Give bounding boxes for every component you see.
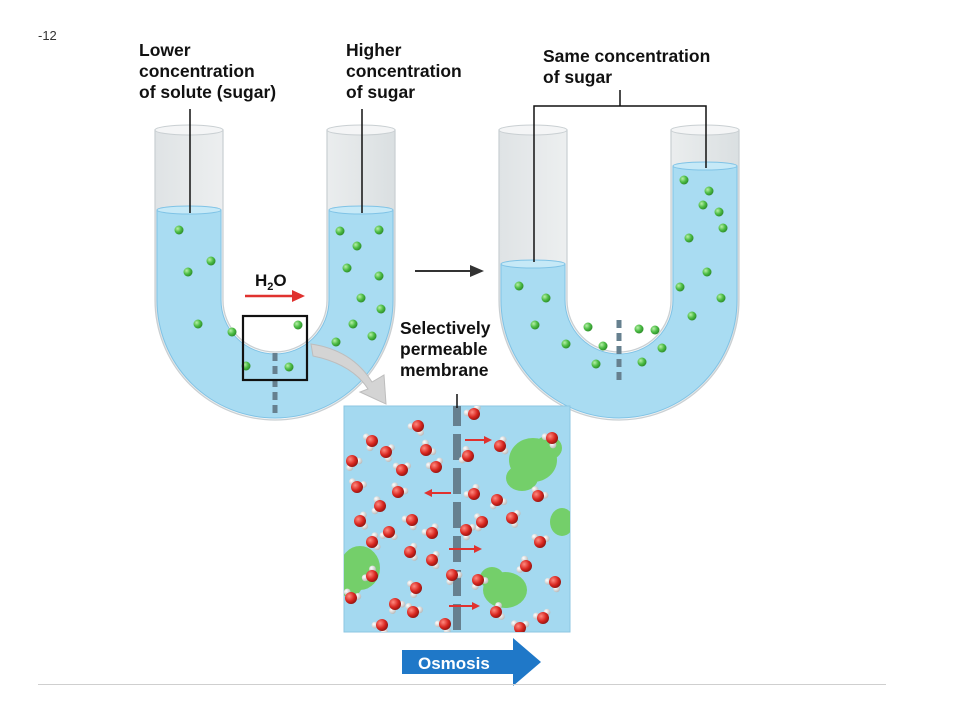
water-molecule: [392, 462, 411, 476]
water-molecule: [344, 588, 362, 604]
water-molecule: [404, 542, 418, 561]
right-u-tube: [498, 90, 740, 421]
water-molecule: [401, 514, 418, 531]
lower-concentration-label: Lower concentration of solute (sugar): [139, 40, 276, 102]
water-molecule: [420, 439, 437, 456]
water-molecule: [463, 483, 480, 500]
water-molecule: [426, 550, 440, 570]
water-molecule: [532, 608, 551, 624]
water-molecule: [346, 455, 363, 472]
water-molecule: [407, 420, 425, 436]
water-molecule: [463, 406, 481, 420]
osmosis-arrow: [402, 638, 541, 686]
water-molecule: [362, 433, 378, 452]
water-molecule: [407, 580, 422, 599]
water-molecule: [349, 478, 367, 493]
water-molecule: [474, 513, 488, 532]
water-molecule: [516, 555, 532, 573]
water-molecule: [361, 565, 378, 582]
water-molecule: [425, 457, 443, 473]
right-tube-solute: [514, 175, 728, 369]
same-concentration-label: Same concentration of sugar: [543, 46, 715, 87]
water-label: H2O: [255, 271, 287, 293]
water-flow-arrows: [424, 436, 492, 610]
water-molecule: [421, 523, 439, 539]
osmosis-label: Osmosis: [418, 654, 490, 673]
water-molecule: [371, 496, 386, 515]
water-molecule: [489, 494, 508, 510]
water-molecule: [371, 619, 388, 632]
water-direction-arrow: [292, 290, 305, 302]
water-molecule: [405, 603, 424, 618]
transition-arrow: [415, 265, 484, 277]
water-molecule: [458, 445, 474, 464]
water-molecule: [446, 569, 463, 586]
water-molecule: [366, 532, 381, 551]
zoom-callout-arrow: [310, 343, 387, 405]
bottom-divider: [38, 684, 886, 685]
water-molecule: [541, 432, 558, 449]
zoom-region-box: [241, 314, 309, 382]
water-molecule: [544, 576, 561, 593]
water-molecule: [511, 620, 530, 632]
water-molecule: [490, 602, 505, 620]
water-molecule: [380, 444, 395, 462]
higher-concentration-label: Higher concentration of sugar: [346, 40, 467, 102]
water-molecule: [531, 486, 549, 502]
membrane-label: Selectively permeable membrane: [400, 318, 495, 380]
water-molecule: [471, 574, 489, 590]
water-molecule: [494, 436, 509, 455]
water-molecule: [391, 482, 409, 498]
water-molecule: [460, 523, 476, 541]
left-u-tube: [154, 109, 396, 421]
left-tube-liquid: [156, 209, 394, 419]
water-molecule: [389, 598, 406, 614]
water-molecule: [506, 509, 521, 528]
right-tube-liquid: [500, 165, 738, 419]
water-molecule: [354, 511, 369, 530]
magnified-membrane-view: [343, 394, 571, 633]
water-molecules: [344, 406, 561, 632]
water-molecule: [434, 618, 451, 632]
water-molecule: [531, 533, 550, 548]
sugar-clusters: [344, 436, 570, 608]
figure-number: -12: [38, 28, 57, 43]
water-molecule: [379, 526, 398, 540]
